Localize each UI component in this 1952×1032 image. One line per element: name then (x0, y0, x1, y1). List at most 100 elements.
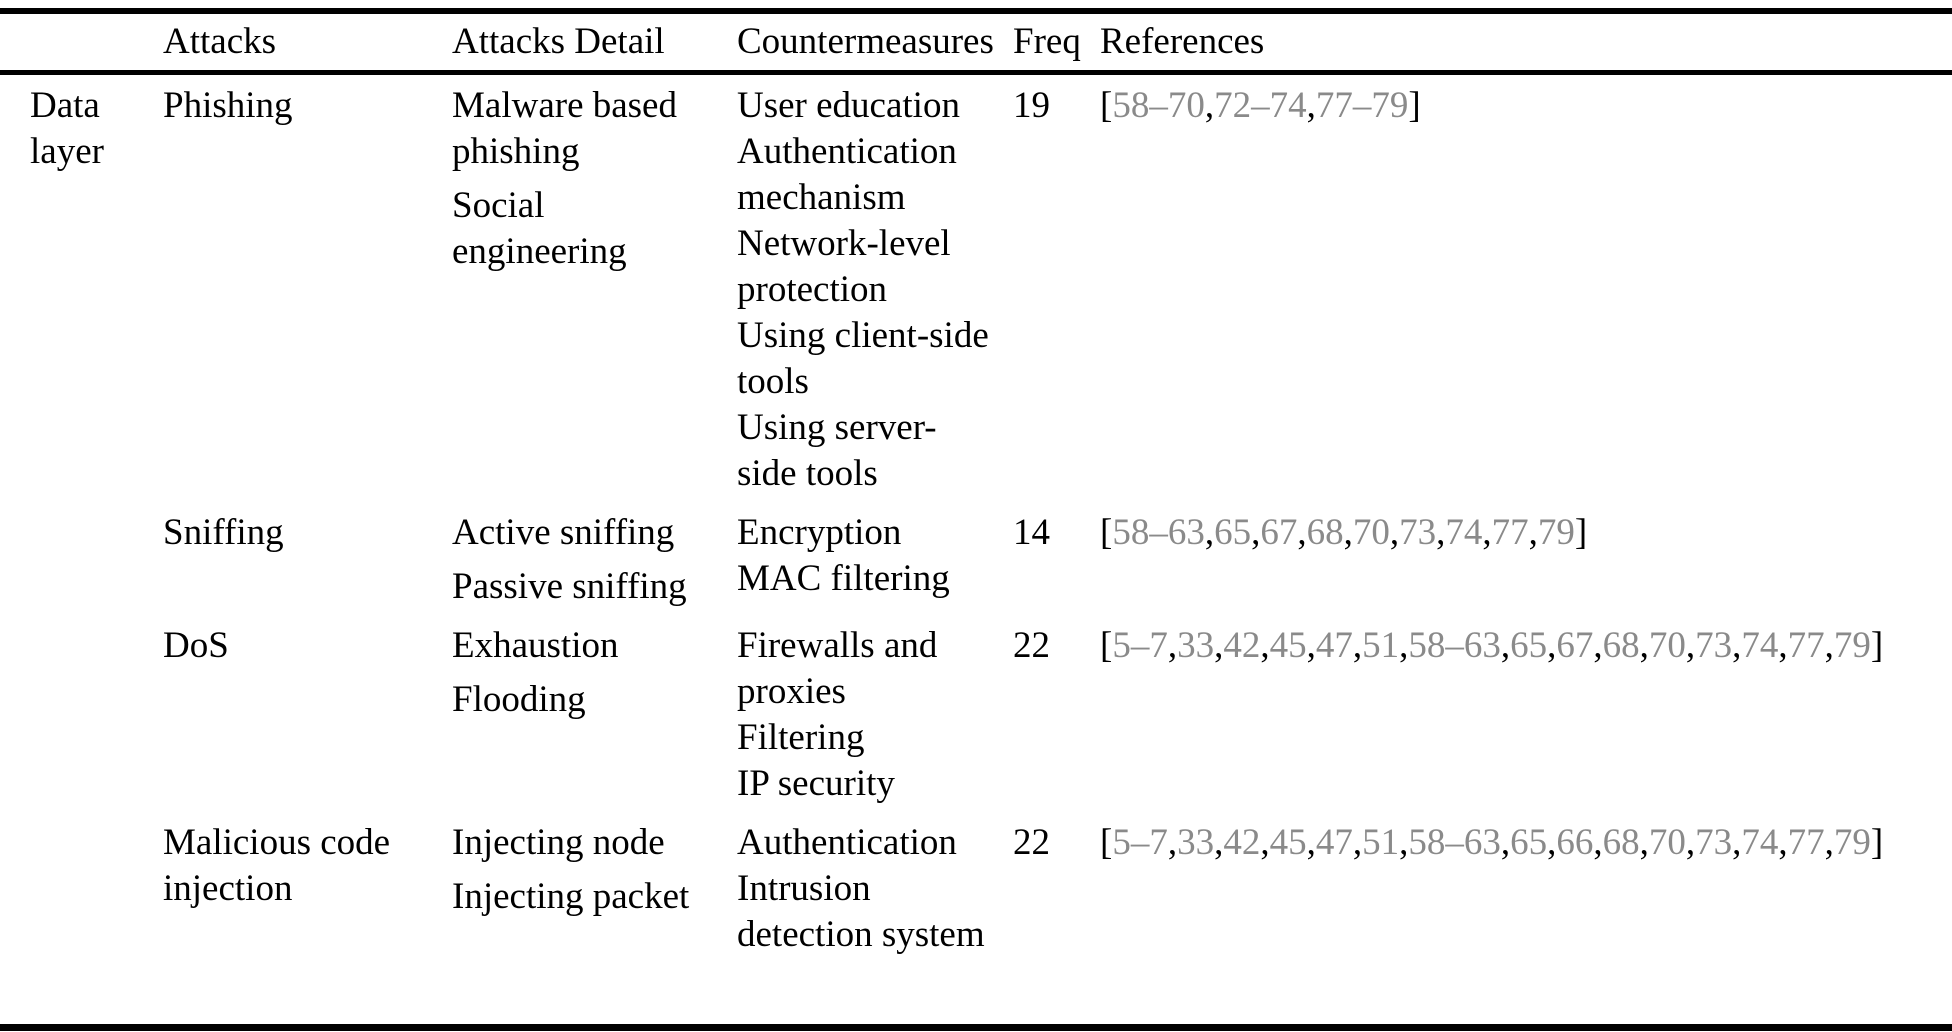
countermeasure-item: MAC filtering (737, 558, 950, 599)
reference-link[interactable]: 68 (1602, 822, 1640, 863)
reference-link[interactable]: 58–70 (1112, 85, 1205, 126)
reference-link[interactable]: 77–79 (1315, 85, 1409, 126)
countermeasure-item: User education (737, 85, 960, 126)
layer-cell: Data layer (30, 85, 104, 172)
reference-link[interactable]: 73 (1399, 512, 1437, 553)
column-header-references: References (1100, 21, 1265, 62)
attack-cell: Phishing (163, 85, 293, 126)
reference-link[interactable]: 33 (1177, 625, 1215, 666)
countermeasure-item: IP security (737, 763, 895, 804)
reference-link[interactable]: 68 (1602, 625, 1640, 666)
reference-link[interactable]: 74 (1741, 625, 1779, 666)
reference-link[interactable]: 33 (1177, 822, 1215, 863)
reference-link[interactable]: 42 (1223, 822, 1261, 863)
reference-link[interactable]: 45 (1269, 822, 1307, 863)
reference-link[interactable]: 67 (1556, 625, 1594, 666)
countermeasure-item: Authentication mechanism (737, 131, 957, 218)
column-header-freq: Freq (1013, 21, 1081, 62)
reference-link[interactable]: 42 (1223, 625, 1261, 666)
column-header-layer (30, 14, 163, 70)
countermeasure-item: Using client-side tools (737, 315, 989, 402)
reference-link[interactable]: 79 (1537, 512, 1575, 553)
table-row: Data layer Phishing Malware based phishi… (0, 83, 1952, 497)
reference-link[interactable]: 74 (1741, 822, 1779, 863)
references-cell: [58–70,72–74,77–79] (1100, 85, 1421, 126)
reference-link[interactable]: 58–63 (1112, 512, 1205, 553)
attack-detail-item: Social engineering (452, 185, 627, 272)
reference-link[interactable]: 5–7 (1112, 822, 1168, 863)
reference-link[interactable]: 79 (1833, 822, 1871, 863)
reference-link[interactable]: 79 (1833, 625, 1871, 666)
table-bottom-rule (0, 1024, 1952, 1031)
layer-cell (30, 510, 163, 610)
freq-cell: 22 (1013, 822, 1050, 863)
reference-link[interactable]: 67 (1260, 512, 1298, 553)
attack-detail-item: Injecting packet (452, 876, 690, 917)
freq-cell: 22 (1013, 625, 1050, 666)
reference-link[interactable]: 72–74 (1214, 85, 1307, 126)
references-cell: [5–7,33,42,45,47,51,58–63,65,66,68,70,73… (1100, 822, 1884, 863)
reference-link[interactable]: 73 (1695, 822, 1733, 863)
countermeasure-item: Authentication (737, 822, 957, 863)
reference-link[interactable]: 68 (1306, 512, 1344, 553)
attack-detail-item: Passive sniffing (452, 566, 687, 607)
column-header-attacks: Attacks (163, 21, 277, 62)
column-header-countermeasures: Countermeasures (737, 21, 994, 62)
attack-detail-item: Malware based phishing (452, 85, 677, 172)
reference-link[interactable]: 65 (1214, 512, 1252, 553)
table-header-row: Attacks Attacks Detail Countermeasures F… (0, 14, 1952, 70)
reference-link[interactable]: 65 (1510, 625, 1548, 666)
table-top-rule (0, 8, 1952, 14)
reference-link[interactable]: 73 (1695, 625, 1733, 666)
reference-link[interactable]: 45 (1269, 625, 1307, 666)
countermeasure-item: Intrusion detection system (737, 868, 985, 955)
countermeasure-item: Firewalls and proxies (737, 625, 938, 712)
reference-link[interactable]: 65 (1510, 822, 1548, 863)
attack-detail-item: Exhaustion (452, 625, 619, 666)
reference-link[interactable]: 66 (1556, 822, 1594, 863)
countermeasure-item: Network-level protection (737, 223, 951, 310)
countermeasure-item: Encryption (737, 512, 902, 553)
reference-link[interactable]: 70 (1352, 512, 1390, 553)
reference-link[interactable]: 47 (1315, 822, 1353, 863)
reference-link[interactable]: 77 (1491, 512, 1529, 553)
freq-cell: 19 (1013, 85, 1050, 126)
attack-cell: Malicious code injection (163, 822, 391, 909)
table-header-rule (0, 70, 1952, 75)
freq-cell: 14 (1013, 512, 1050, 553)
reference-link[interactable]: 58–63 (1408, 625, 1501, 666)
reference-link[interactable]: 77 (1787, 625, 1825, 666)
attack-cell: Sniffing (163, 512, 284, 553)
layer-cell (30, 623, 163, 807)
reference-link[interactable]: 74 (1445, 512, 1483, 553)
reference-link[interactable]: 70 (1648, 625, 1686, 666)
countermeasure-item: Filtering (737, 717, 865, 758)
attack-cell: DoS (163, 625, 229, 666)
reference-link[interactable]: 47 (1315, 625, 1353, 666)
attack-detail-item: Active sniffing (452, 512, 675, 553)
reference-link[interactable]: 58–63 (1408, 822, 1501, 863)
countermeasure-item: Using server-side tools (737, 407, 937, 494)
reference-link[interactable]: 51 (1362, 625, 1400, 666)
references-cell: [58–63,65,67,68,70,73,74,77,79] (1100, 512, 1588, 553)
table-body: Data layer Phishing Malware based phishi… (0, 75, 1952, 958)
column-header-attacks-detail: Attacks Detail (452, 21, 665, 62)
layer-cell (30, 820, 163, 958)
reference-link[interactable]: 77 (1787, 822, 1825, 863)
attack-detail-item: Injecting node (452, 822, 665, 863)
reference-link[interactable]: 51 (1362, 822, 1400, 863)
references-cell: [5–7,33,42,45,47,51,58–63,65,67,68,70,73… (1100, 625, 1884, 666)
reference-link[interactable]: 70 (1648, 822, 1686, 863)
attacks-countermeasures-table-page: Attacks Attacks Detail Countermeasures F… (0, 8, 1952, 1032)
reference-link[interactable]: 5–7 (1112, 625, 1168, 666)
